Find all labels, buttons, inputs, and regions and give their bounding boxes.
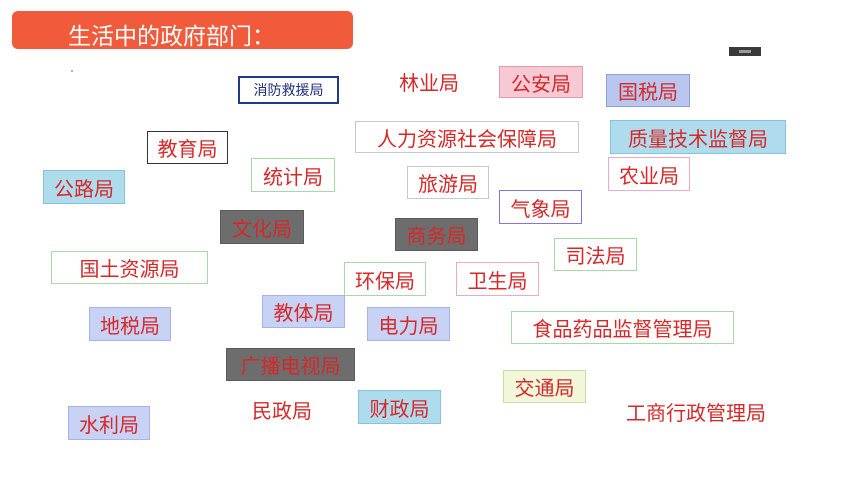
- decorative-dot: [71, 70, 73, 72]
- label-jiaoti: 教体局: [262, 295, 345, 328]
- label-shipin: 食品药品监督管理局: [511, 311, 734, 344]
- label-tongji: 统计局: [251, 158, 335, 192]
- label-qixiang: 气象局: [499, 190, 582, 224]
- label-sifa: 司法局: [554, 238, 637, 271]
- label-minzheng: 民政局: [252, 398, 312, 423]
- label-guangbo: 广播电视局: [226, 348, 355, 381]
- label-xiaofang: 消防救援局: [238, 76, 339, 104]
- label-guotu: 国土资源局: [51, 251, 208, 284]
- label-shangwu: 商务局: [395, 218, 478, 251]
- label-weisheng: 卫生局: [456, 262, 539, 296]
- label-gonglu: 公路局: [43, 170, 125, 204]
- label-lvyou: 旅游局: [407, 166, 489, 199]
- slide-title: 生活中的政府部门：: [68, 24, 275, 50]
- label-jiaoyu: 教育局: [147, 131, 228, 164]
- label-renli: 人力资源社会保障局: [355, 121, 579, 153]
- label-guoshui: 国税局: [606, 74, 690, 107]
- label-zhiliang: 质量技术监督局: [610, 120, 786, 154]
- label-dishui: 地税局: [89, 307, 171, 341]
- label-shuili: 水利局: [68, 406, 150, 440]
- label-nongye: 农业局: [608, 157, 690, 191]
- label-wenhua: 文化局: [220, 210, 304, 244]
- label-caizheng: 财政局: [358, 390, 441, 424]
- label-huanbao: 环保局: [344, 262, 426, 296]
- title-banner: 生活中的政府部门：: [12, 11, 353, 50]
- label-jiaotong: 交通局: [503, 370, 586, 403]
- media-control-icon[interactable]: [729, 47, 761, 56]
- label-linye: 林业局: [399, 70, 459, 95]
- label-gongshang: 工商行政管理局: [626, 400, 766, 425]
- label-dianli: 电力局: [367, 307, 450, 341]
- label-gongan: 公安局: [499, 66, 583, 98]
